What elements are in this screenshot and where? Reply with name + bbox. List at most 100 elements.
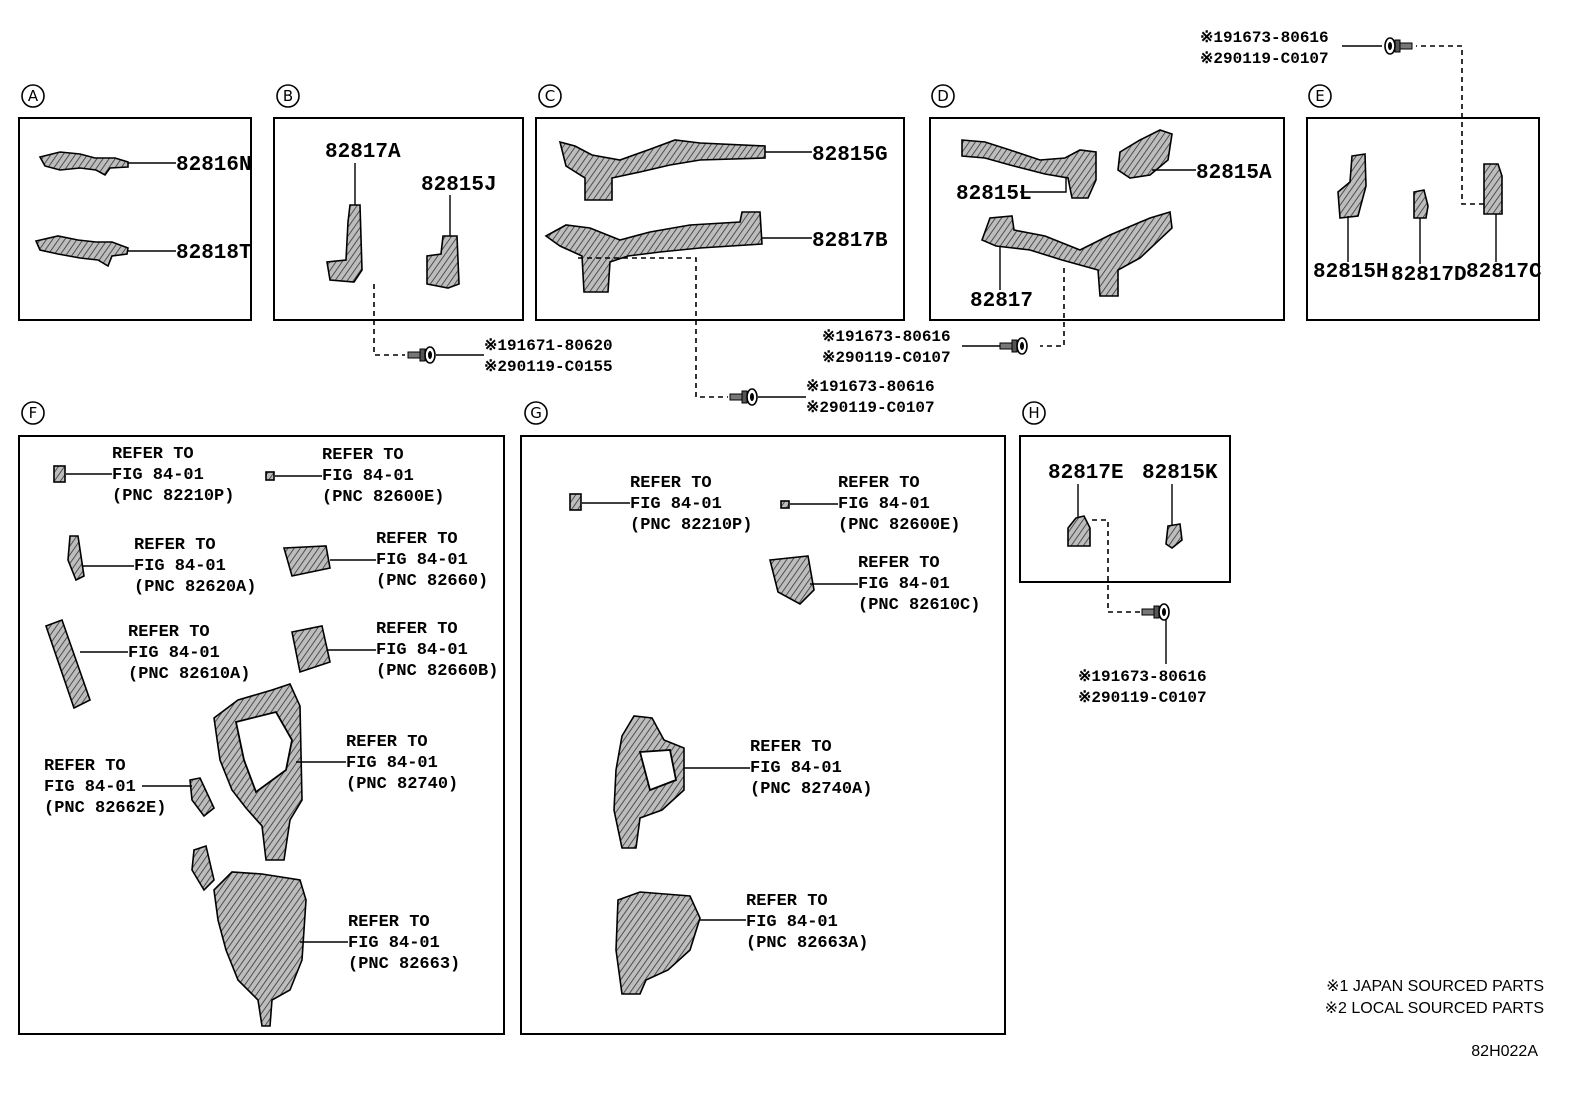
- bolt-c-icon: [729, 388, 758, 406]
- bolt-b-line2: ※290119-C0155: [484, 358, 613, 376]
- section-f: F REFER TO FIG 84-01 (PNC 82210P) REFER …: [18, 401, 505, 1035]
- bolt-b-icon: [407, 346, 436, 364]
- section-a-letter: A: [28, 87, 39, 105]
- g-ref-2-l3: (PNC 82610C): [858, 596, 980, 615]
- part-label-82815k: 82815K: [1142, 462, 1218, 485]
- f-ref-5-l3: (PNC 82660B): [376, 662, 498, 681]
- section-d: D 82815L 82815A 82817 ※191673-80616 ※290…: [822, 84, 1285, 367]
- g-ref-4-l3: (PNC 82663A): [746, 934, 868, 953]
- part-82817-shape: [980, 210, 1173, 297]
- part-label-82815a: 82815A: [1196, 162, 1272, 185]
- f-ref-0-l3: (PNC 82210P): [112, 487, 234, 506]
- f-ref-8-l3: (PNC 82663): [348, 955, 460, 974]
- g-ref-2-l2: FIG 84-01: [858, 575, 950, 594]
- f-ref-3-l2: FIG 84-01: [376, 551, 468, 570]
- part-82815a-shape: [1117, 129, 1173, 179]
- section-e-letter: E: [1315, 87, 1324, 105]
- bolt-e-icon: [1384, 37, 1413, 55]
- part-82662e-shape: [189, 777, 215, 818]
- g-ref-1-l1: REFER TO: [838, 474, 920, 493]
- f-ref-3-l3: (PNC 82660): [376, 572, 488, 591]
- part-82816n-shape: [38, 151, 129, 177]
- section-h-letter: H: [1028, 404, 1039, 422]
- part-82815l-shape: [961, 139, 1097, 199]
- bolt-b-line1: ※191671-80620: [484, 337, 613, 355]
- section-g: G REFER TO FIG 84-01 (PNC 82210P) REFER …: [520, 401, 1006, 1035]
- g-part-82210p-shape: [569, 493, 582, 511]
- section-g-marker: [524, 401, 548, 425]
- part-82818t-shape: [34, 235, 129, 268]
- note-japan-sourced: ※1 JAPAN SOURCED PARTS: [1326, 978, 1544, 995]
- f-ref-2-l3: (PNC 82620A): [134, 578, 256, 597]
- part-82817c-shape: [1483, 163, 1503, 215]
- f-ref-7-l2: FIG 84-01: [44, 778, 136, 797]
- part-82815h-shape: [1337, 153, 1367, 219]
- f-ref-8-l2: FIG 84-01: [348, 934, 440, 953]
- section-d-letter: D: [937, 87, 949, 105]
- g-part-82610c-shape: [769, 555, 815, 605]
- g-ref-1-l3: (PNC 82600E): [838, 516, 960, 535]
- note-local-sourced: ※2 LOCAL SOURCED PARTS: [1325, 1000, 1544, 1017]
- section-c-frame: [535, 117, 905, 321]
- bolt-d-icon: [999, 337, 1028, 355]
- section-e: E 82815H 82817D 82817C ※191673-80616 ※29…: [1200, 29, 1542, 321]
- section-a-frame: [18, 117, 252, 321]
- f-ref-1-l3: (PNC 82600E): [322, 488, 444, 507]
- section-g-letter: G: [530, 404, 542, 422]
- bolt-e-line1: ※191673-80616: [1200, 29, 1329, 47]
- section-h-frame: [1019, 435, 1231, 583]
- g-ref-1-l2: FIG 84-01: [838, 495, 930, 514]
- section-b-letter: B: [283, 87, 293, 105]
- part-label-82817c: 82817C: [1466, 261, 1542, 284]
- f-ref-3-l1: REFER TO: [376, 530, 458, 549]
- g-ref-0-l1: REFER TO: [630, 474, 712, 493]
- part-label-82815j: 82815J: [421, 174, 497, 197]
- g-part-82600e-shape: [780, 500, 790, 509]
- section-a: A 82816N 82818T: [18, 84, 252, 321]
- part-82815k-shape: [1165, 523, 1183, 549]
- part-label-82817e: 82817E: [1048, 462, 1124, 485]
- legend-notes: ※1 JAPAN SOURCED PARTS ※2 LOCAL SOURCED …: [1325, 978, 1544, 1060]
- section-d-marker: [931, 84, 955, 108]
- f-ref-2-l1: REFER TO: [134, 536, 216, 555]
- f-ref-1-l2: FIG 84-01: [322, 467, 414, 486]
- bolt-d-line1: ※191673-80616: [822, 328, 951, 346]
- bolt-c-line1: ※191673-80616: [806, 378, 935, 396]
- part-82610a-shape: [44, 618, 91, 710]
- bolt-e-line2: ※290119-C0107: [1200, 50, 1329, 68]
- part-82815j-shape: [426, 235, 460, 289]
- section-c-letter: C: [545, 87, 555, 105]
- bolt-h-icon: [1141, 603, 1170, 621]
- part-label-82816n: 82816N: [176, 154, 252, 177]
- f-ref-7-l1: REFER TO: [44, 757, 126, 776]
- part-82660-shape: [282, 545, 331, 577]
- f-ref-2-l2: FIG 84-01: [134, 557, 226, 576]
- f-ref-6-l2: FIG 84-01: [346, 754, 438, 773]
- part-label-82815g: 82815G: [812, 144, 888, 167]
- g-part-82663a-shape: [615, 891, 701, 995]
- f-ref-6-l3: (PNC 82740): [346, 775, 458, 794]
- section-e-marker: [1308, 84, 1332, 108]
- bolt-h-line1: ※191673-80616: [1078, 668, 1207, 686]
- section-e-frame: [1306, 117, 1540, 321]
- part-82817e-shape: [1067, 515, 1091, 547]
- g-ref-3-l2: FIG 84-01: [750, 759, 842, 778]
- part-label-82817: 82817: [970, 290, 1033, 313]
- f-ref-0-l1: REFER TO: [112, 445, 194, 464]
- part-label-82817d: 82817D: [1391, 264, 1467, 287]
- part-82663-clip-shape: [191, 844, 215, 892]
- g-ref-4-l1: REFER TO: [746, 892, 828, 911]
- part-82817b-shape: [544, 211, 763, 293]
- part-82817d-shape: [1413, 189, 1429, 219]
- g-ref-3-l3: (PNC 82740A): [750, 780, 872, 799]
- bolt-d-line2: ※290119-C0107: [822, 349, 951, 367]
- section-f-letter: F: [29, 404, 38, 422]
- section-d-frame: [929, 117, 1285, 321]
- part-label-82817a: 82817A: [325, 141, 401, 164]
- part-82210p-shape: [53, 465, 66, 483]
- g-ref-2-l1: REFER TO: [858, 554, 940, 573]
- g-ref-4-l2: FIG 84-01: [746, 913, 838, 932]
- part-label-82815l: 82815L: [956, 183, 1032, 206]
- part-82660b-shape: [291, 625, 331, 674]
